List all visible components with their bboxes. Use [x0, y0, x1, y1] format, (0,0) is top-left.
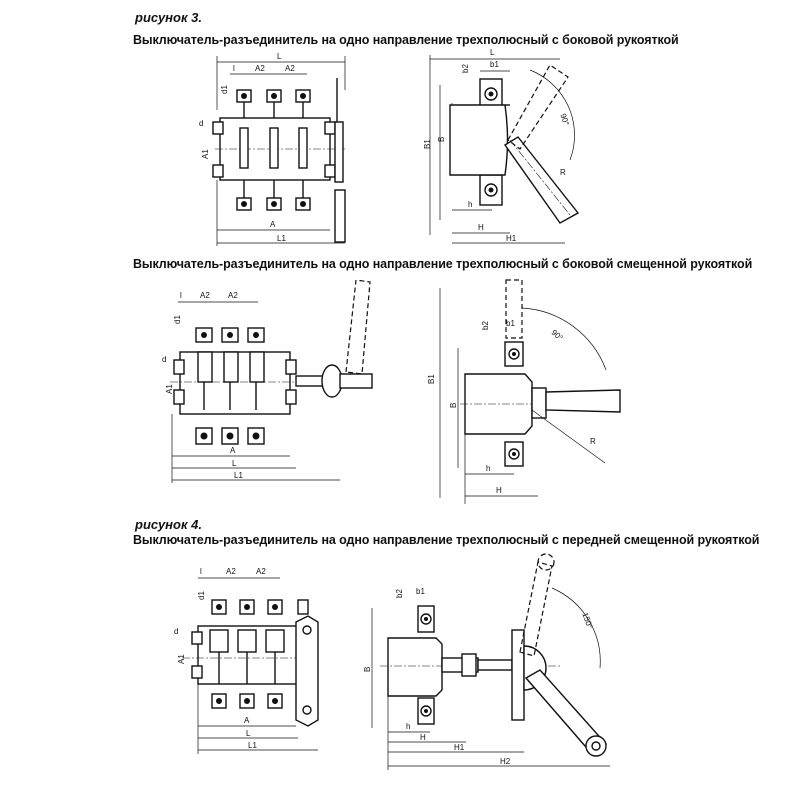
bottom-terminals: [236, 180, 311, 211]
dim-A-label-2: A: [230, 446, 236, 455]
drawing-side-offset-handle-front-view: l A2 A2 d1 d A1 A L L1: [162, 280, 373, 483]
dim-A2-label-6: A2: [256, 567, 266, 576]
drawing-front-offset-handle-front-view: l A2 A2 d1 d A1 A L L1: [174, 567, 319, 754]
side-handle: [334, 189, 346, 243]
dim-H1-label: H1: [506, 234, 517, 243]
figure-3-label: рисунок 3.: [135, 10, 203, 25]
switch-housing-3: [387, 637, 443, 697]
dim-B-label-2: B: [449, 403, 458, 408]
dim-b1-label-2: b1: [506, 319, 515, 328]
dim-b1-label-3: b1: [416, 587, 425, 596]
dim-L1-label-2: L1: [234, 471, 243, 480]
dim-d-label-3: d: [174, 627, 178, 636]
dim-A1-label-2: A1: [165, 384, 174, 394]
figure-3-caption-side-handle: Выключатель-разъединитель на одно направ…: [133, 33, 679, 47]
dim-b2-label-3: b2: [395, 589, 404, 598]
dim-l-label: l: [233, 64, 235, 73]
dim-d1-label-2: d1: [173, 315, 182, 324]
dim-A2-label-4: A2: [228, 291, 238, 300]
angle-150-label: 150°: [580, 611, 594, 630]
dim-L1-label: L1: [277, 234, 286, 243]
dim-b1-label: b1: [490, 60, 499, 69]
drawing-side-offset-handle-side-view: B1 B b2 b1 90° R h H: [427, 279, 621, 504]
dim-H1-label-3: H1: [454, 743, 465, 752]
dim-H-label-2: H: [496, 486, 502, 495]
dim-L-side-label: L: [490, 48, 495, 57]
dim-A1-label: A1: [201, 149, 210, 159]
dim-L-label-2: L: [232, 459, 237, 468]
dim-R-label-2: R: [590, 437, 596, 446]
dim-L-label-3: L: [246, 729, 251, 738]
dim-A-label: A: [270, 220, 276, 229]
dim-b2-label: b2: [461, 64, 470, 73]
dim-H-label: H: [478, 223, 484, 232]
dim-A2-label-3: A2: [200, 291, 210, 300]
angle-90-label-2: 90°: [550, 328, 565, 343]
handle-open-position: [507, 64, 569, 150]
drawing-side-handle-side-view: L b2 b1 B1 B 90° R h H H1: [423, 48, 580, 244]
handle-closed-2: [545, 389, 621, 413]
handle-open-position-3: [505, 279, 523, 339]
dim-H-label-3: H: [420, 733, 426, 742]
dim-d1-label: d1: [220, 85, 229, 94]
dim-A2-label-5: A2: [226, 567, 236, 576]
dim-B1-label: B1: [423, 139, 432, 149]
dim-h-label-2: h: [486, 464, 490, 473]
figure-4-caption-front-offset-handle: Выключатель-разъединитель на одно направ…: [133, 533, 760, 547]
dim-B1-label-2: B1: [427, 374, 436, 384]
dim-b2-label-2: b2: [481, 321, 490, 330]
dim-A2-label-2: A2: [285, 64, 295, 73]
dim-l-label-2: l: [180, 291, 182, 300]
dim-A1-label-3: A1: [177, 654, 186, 664]
drawing-front-offset-handle-side-view: b2 b1 B 150° h H H1 H2: [363, 553, 610, 770]
handle-knob: [321, 364, 343, 398]
dim-R-label: R: [560, 168, 566, 177]
dim-l-label-3: l: [200, 567, 202, 576]
dim-H2-label: H2: [500, 757, 511, 766]
dim-B-label-3: B: [363, 667, 372, 672]
dim-h-label: h: [468, 200, 472, 209]
figure-3-caption-side-offset-handle: Выключатель-разъединитель на одно направ…: [133, 257, 753, 271]
switch-housing: [449, 104, 509, 176]
dim-B-label: B: [437, 137, 446, 142]
dim-d-label-2: d: [162, 355, 166, 364]
front-handle-plate: [295, 615, 319, 727]
angle-90-label: 90°: [558, 112, 571, 126]
dim-L-label: L: [277, 52, 282, 61]
dim-h-label-3: h: [406, 722, 410, 731]
drawing-side-handle-front-view: L l A2 A2 d1 d A1 A L1: [199, 52, 346, 246]
handle-grip: [339, 373, 373, 389]
dim-A2-label-1: A2: [255, 64, 265, 73]
handle-closed: [503, 136, 580, 224]
handle-open-position-4: [519, 561, 553, 657]
handle-open-position-2: [345, 280, 371, 375]
figure-4-label: рисунок 4.: [135, 517, 203, 532]
dim-d-label: d: [199, 119, 203, 128]
dim-d1-label-3: d1: [197, 591, 206, 600]
dim-L1-label-3: L1: [248, 741, 257, 750]
dim-A-label-3: A: [244, 716, 250, 725]
top-terminals: [236, 89, 311, 118]
